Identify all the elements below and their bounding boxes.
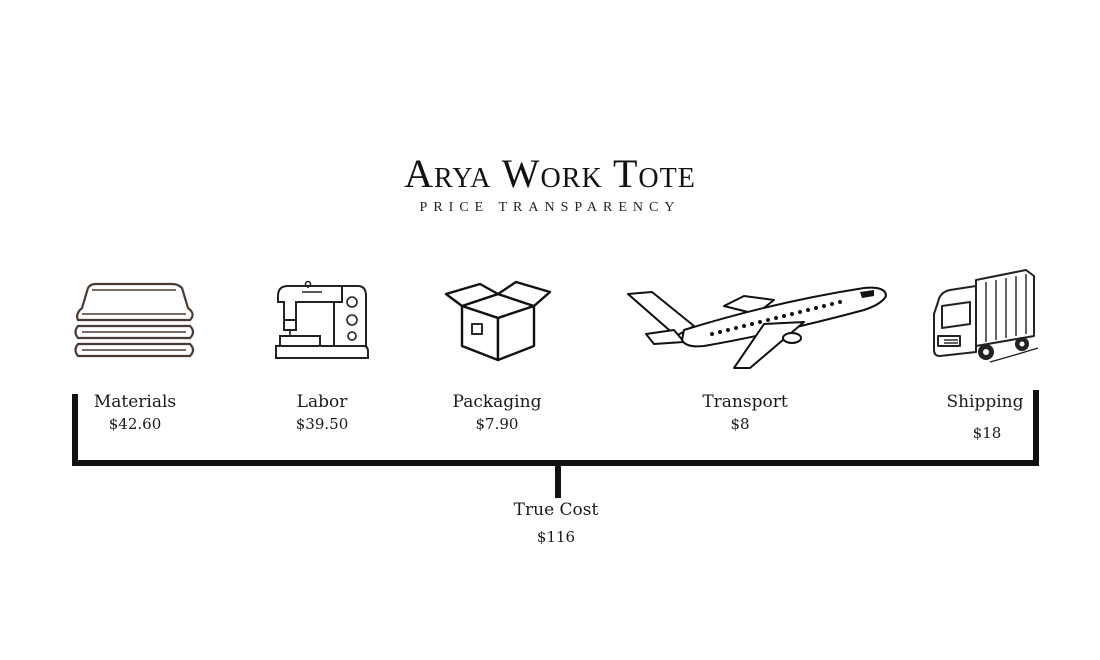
total-value: $116 <box>536 528 576 546</box>
cost-value-shipping: $18 <box>972 424 1002 442</box>
page-title: Arya Work Tote <box>404 151 696 196</box>
cost-label-shipping: Shipping <box>946 392 1024 412</box>
cost-value-labor: $39.50 <box>295 415 349 433</box>
folded-fabric-icon <box>74 282 195 358</box>
open-box-icon <box>444 280 552 362</box>
cost-label-transport: Transport <box>702 392 788 412</box>
cost-label-labor: Labor <box>296 392 348 412</box>
cost-value-transport: $8 <box>730 415 750 433</box>
airplane-icon <box>627 286 887 369</box>
delivery-truck-icon <box>933 269 1039 363</box>
cost-label-materials: Materials <box>93 392 177 412</box>
cost-label-packaging: Packaging <box>452 392 542 412</box>
total-label: True Cost <box>513 500 599 520</box>
page-subtitle: PRICE TRANSPARENCY <box>419 200 681 215</box>
cost-value-materials: $42.60 <box>108 415 162 433</box>
cost-value-packaging: $7.90 <box>475 415 519 433</box>
sewing-machine-icon <box>275 280 369 359</box>
